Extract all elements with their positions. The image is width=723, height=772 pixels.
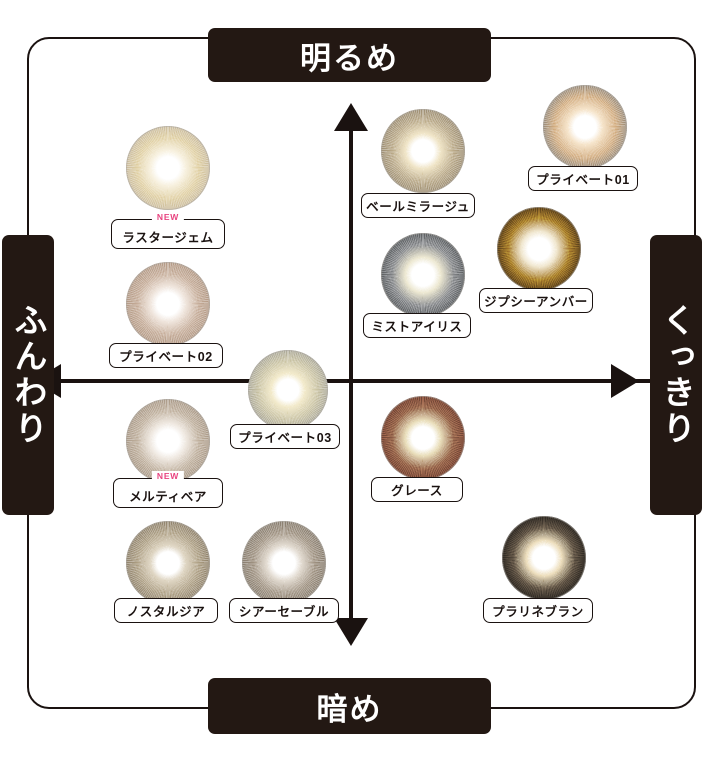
product-name-box[interactable]: プライベート02 (109, 343, 223, 368)
arrow-right-icon (611, 364, 639, 398)
lens-iris-ring (381, 396, 465, 480)
lens-swatch (248, 350, 328, 430)
product-name-box[interactable]: シアーセーブル (229, 598, 339, 623)
axis-label-left: ふんわり (2, 235, 54, 515)
product-name-label: プラリネブラン (492, 605, 584, 619)
axis-label-bottom: 暗め (208, 678, 491, 734)
product-name-label: メルティベア (129, 490, 207, 504)
lens-swatch (126, 399, 210, 483)
lens-iris-ring (126, 126, 210, 210)
arrow-up-icon (334, 103, 368, 131)
lens-swatch (242, 521, 326, 605)
lens-swatch (502, 516, 586, 600)
product-name-label: ノスタルジア (126, 605, 206, 619)
lens-swatch (126, 521, 210, 605)
lens-iris-ring (381, 233, 465, 317)
lens-iris-ring (381, 109, 465, 193)
new-badge: NEW (151, 471, 185, 482)
product-name-box[interactable]: グレース (371, 477, 463, 502)
axis-label-right: くっきり (650, 235, 702, 515)
lens-iris-ring (502, 516, 586, 600)
arrow-down-icon (334, 618, 368, 646)
product-name-label: ラスタージェム (122, 231, 214, 245)
product-name-box[interactable]: プライベート01 (528, 166, 638, 191)
product-name-box[interactable]: プラリネブラン (483, 598, 593, 623)
product-name-label: ベールミラージュ (366, 200, 470, 214)
lens-iris-ring (242, 521, 326, 605)
product-name-box[interactable]: ノスタルジア (114, 598, 218, 623)
product-name-box[interactable]: NEW メルティベア (113, 471, 223, 508)
horizontal-axis-line (50, 379, 650, 383)
product-name-label: プライベート03 (238, 431, 332, 445)
product-name-box[interactable]: NEW ラスタージェム (111, 212, 225, 249)
lens-iris-ring (126, 521, 210, 605)
lens-swatch (381, 233, 465, 317)
lens-iris-ring (543, 85, 627, 169)
lens-swatch (126, 262, 210, 346)
lens-iris-ring (126, 399, 210, 483)
product-name-box[interactable]: ジプシーアンバー (479, 288, 593, 313)
lens-swatch (381, 396, 465, 480)
product-name-label: プライベート01 (536, 173, 630, 187)
lens-swatch (126, 126, 210, 210)
new-badge: NEW (151, 212, 185, 223)
product-name-box[interactable]: ベールミラージュ (361, 193, 475, 218)
lens-iris-ring (497, 207, 581, 291)
axis-label-top: 明るめ (208, 28, 491, 82)
product-name-label: グレース (391, 484, 443, 498)
product-name-label: ミストアイリス (371, 320, 463, 334)
lens-swatch (543, 85, 627, 169)
product-name-label: プライベート02 (119, 350, 213, 364)
lens-iris-ring (248, 350, 328, 430)
product-name-box[interactable]: ミストアイリス (363, 313, 471, 338)
lens-swatch (381, 109, 465, 193)
lens-swatch (497, 207, 581, 291)
product-name-label: シアーセーブル (238, 605, 330, 619)
lens-iris-ring (126, 262, 210, 346)
product-name-box[interactable]: プライベート03 (230, 424, 340, 449)
product-name-label: ジプシーアンバー (484, 295, 588, 309)
